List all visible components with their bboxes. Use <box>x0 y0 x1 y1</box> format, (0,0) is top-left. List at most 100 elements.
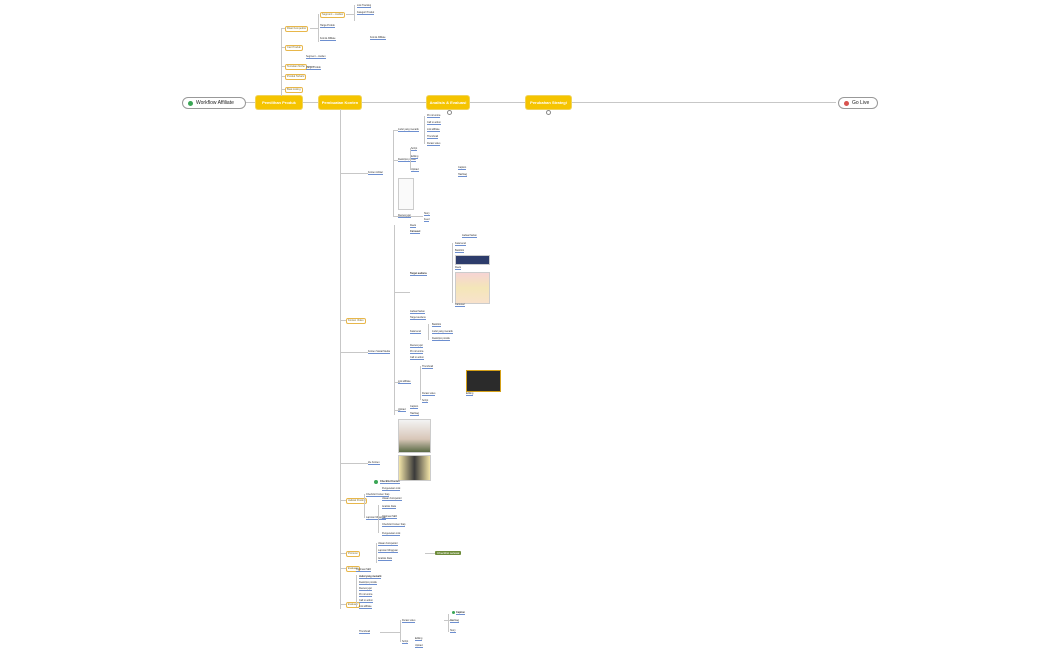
content-leaf[interactable]: Optimasi SEO <box>382 515 398 519</box>
content-leaf[interactable]: Backlink <box>455 249 464 253</box>
content-leaf[interactable]: Target audiens <box>410 316 426 320</box>
branch1-leaf[interactable]: Segment – Audien <box>306 55 326 59</box>
content-leaf[interactable]: Laporan Mingguan <box>378 549 398 553</box>
social-thumbnail[interactable] <box>398 419 431 453</box>
content-leaf[interactable]: Caption <box>458 166 467 170</box>
main-node-3[interactable]: Analisis & Evaluasi <box>427 96 469 109</box>
branch1-item[interactable]: Riset Kompetitor <box>285 26 309 32</box>
main-node-2[interactable]: Pembuatan Konten <box>319 96 361 109</box>
content-leaf[interactable]: Pro & kontra <box>427 114 441 118</box>
branch2-group[interactable]: Konten Artikel <box>368 171 383 175</box>
expand-icon[interactable] <box>447 110 452 115</box>
branch1-leaf[interactable]: Link Tracking <box>357 4 372 8</box>
content-leaf[interactable]: Judul yang menarik <box>359 575 382 579</box>
content-leaf[interactable]: Analisis Data <box>382 505 396 509</box>
content-leaf[interactable]: Upload <box>411 168 419 172</box>
content-leaf[interactable]: Editing <box>466 392 474 396</box>
content-leaf[interactable]: Thumbnail <box>422 365 434 369</box>
branch1-item[interactable]: Produk Terlaris <box>285 74 307 80</box>
image-thumbnail[interactable] <box>466 370 501 392</box>
content-leaf[interactable]: Editing <box>415 637 423 641</box>
content-leaf[interactable]: Ulasan Kompetitor <box>382 497 402 501</box>
content-leaf[interactable]: Kata kunci <box>410 330 422 334</box>
content-leaf[interactable]: Carousel <box>455 303 465 307</box>
content-leaf[interactable]: Durasi video <box>427 142 441 146</box>
content-leaf[interactable]: Script <box>422 399 429 403</box>
expand-icon[interactable] <box>546 110 551 115</box>
content-leaf[interactable]: Durasi video <box>422 392 436 396</box>
branch2-group-badge[interactable]: Konten Video <box>346 318 366 324</box>
content-leaf[interactable]: Call to action <box>359 599 373 603</box>
main-node-1[interactable]: Pemilihan Produk <box>256 96 302 109</box>
branch2-group[interactable]: Ide Konten <box>368 461 380 465</box>
branch1-leaf[interactable]: Kategori Produk <box>357 11 375 15</box>
content-leaf[interactable]: Feed <box>424 218 430 222</box>
content-leaf[interactable]: Reels <box>455 266 462 270</box>
content-leaf[interactable]: Review jujur <box>410 344 424 348</box>
content-leaf[interactable]: Jadwal harian <box>410 310 425 314</box>
social-thumbnail[interactable] <box>398 455 431 481</box>
content-leaf[interactable]: Carousel <box>410 230 421 234</box>
content-leaf[interactable]: Thumbnail <box>427 135 439 139</box>
content-leaf[interactable]: Script <box>411 147 418 151</box>
content-leaf[interactable]: Link affiliate <box>359 605 372 609</box>
content-leaf[interactable]: Laporan Mingguan <box>366 516 386 520</box>
content-leaf[interactable]: Pengecekan Link <box>382 487 401 491</box>
content-leaf[interactable]: Call to action <box>410 356 424 360</box>
content-leaf[interactable]: Hashtag <box>458 173 467 177</box>
content-leaf[interactable]: Durasi video <box>402 619 416 623</box>
content-leaf[interactable]: Pengecekan Link <box>382 532 401 536</box>
content-leaf[interactable]: Checklist Konten Siap <box>382 523 406 527</box>
content-leaf[interactable]: Call to action <box>427 121 441 125</box>
content-leaf[interactable]: Story <box>424 212 430 216</box>
content-leaf[interactable]: Caption <box>456 611 465 615</box>
branch2-group-badge[interactable]: Jadwal Posting <box>346 498 368 504</box>
content-leaf[interactable]: Reels <box>410 224 417 228</box>
content-leaf[interactable]: Pro & kontra <box>359 593 373 597</box>
branch2-group-badge[interactable]: Promosi <box>346 551 360 557</box>
content-leaf[interactable]: Pro & kontra <box>410 350 424 354</box>
content-leaf[interactable]: Jadwal harian <box>462 234 477 238</box>
branch1-leaf[interactable]: Komisi Affiliate <box>320 37 336 41</box>
screenshot-thumbnail[interactable] <box>398 178 414 210</box>
spreadsheet-thumbnail[interactable] <box>455 272 490 304</box>
content-leaf[interactable]: Checklist Konten Siap <box>366 493 390 497</box>
content-leaf[interactable]: Review jujur <box>398 214 412 218</box>
content-leaf[interactable]: Link affiliate <box>427 128 440 132</box>
go-live-pill[interactable]: Go Live <box>838 97 878 109</box>
content-leaf[interactable]: Checklist Konten <box>380 480 400 484</box>
content-leaf[interactable]: Review jujur <box>359 587 373 591</box>
content-leaf[interactable]: Judul yang menarik <box>432 330 453 334</box>
content-leaf[interactable]: Story <box>450 629 456 633</box>
content-leaf[interactable]: Hashtag <box>410 412 419 416</box>
content-leaf[interactable]: Upload <box>415 644 423 648</box>
content-leaf[interactable]: Analisis Data <box>378 557 392 561</box>
content-leaf[interactable]: Editing <box>411 155 419 159</box>
workflow-title-pill[interactable]: Workflow Affiliate <box>182 97 246 109</box>
branch1-leaf[interactable]: Harga Produk <box>320 24 335 28</box>
content-leaf[interactable]: Ulasan Kompetitor <box>378 542 398 546</box>
content-leaf[interactable]: Deskripsi produk <box>432 337 450 341</box>
content-leaf[interactable]: Upload <box>398 408 406 412</box>
content-leaf[interactable]: Link affiliate <box>398 380 411 384</box>
content-leaf[interactable]: Thumbnail <box>359 630 371 634</box>
branch2-group-badge[interactable]: Evaluasi <box>346 602 360 608</box>
content-leaf[interactable]: Deskripsi produk <box>398 158 416 162</box>
content-leaf[interactable]: Target audiens <box>410 272 427 276</box>
content-leaf[interactable]: Script <box>402 640 409 644</box>
content-leaf[interactable]: Hashtag <box>450 619 459 623</box>
content-leaf[interactable]: Optimasi SEO <box>356 568 372 572</box>
branch2-group[interactable]: Konten Sosial Media <box>368 350 390 354</box>
branch1-item[interactable]: Cari Produk <box>285 45 303 51</box>
main-node-4[interactable]: Perubahan Strategi <box>526 96 571 109</box>
content-leaf[interactable]: Judul yang menarik <box>398 128 419 132</box>
branch1-item[interactable]: Buat Listing <box>285 87 303 93</box>
branch1-subitem[interactable]: Segment – Audien <box>320 12 346 18</box>
video-thumbnail[interactable] <box>455 255 490 265</box>
content-leaf[interactable]: Caption <box>410 405 419 409</box>
branch1-leaf[interactable]: Harga Produk <box>306 66 321 70</box>
content-leaf[interactable]: Kata kunci <box>455 242 467 246</box>
content-leaf[interactable]: Backlink <box>432 323 441 327</box>
branch2-group-badge[interactable]: Evaluasi <box>346 566 360 572</box>
branch1-item[interactable]: Tentukan Niche <box>285 64 307 70</box>
